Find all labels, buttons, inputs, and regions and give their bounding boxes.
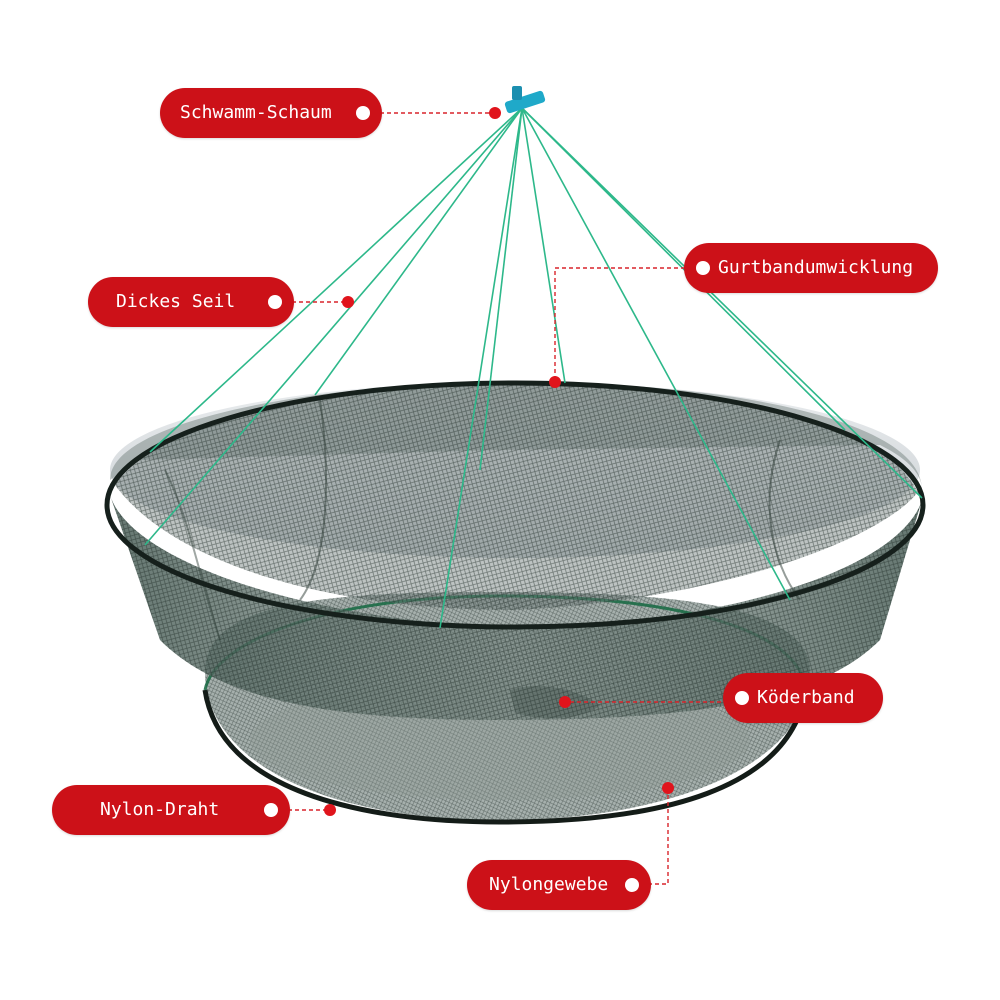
leader-dot-icon bbox=[342, 296, 354, 308]
leader-lines bbox=[288, 112, 725, 885]
label-dot-icon bbox=[268, 295, 282, 309]
leader-dot-icon bbox=[489, 107, 501, 119]
label-dot-icon bbox=[696, 261, 710, 275]
leader-dots bbox=[324, 107, 674, 816]
label-text: Dickes Seil bbox=[116, 291, 236, 312]
label-dot-icon bbox=[625, 878, 639, 892]
leader-dot-icon bbox=[662, 782, 674, 794]
label-text: Köderband bbox=[757, 687, 855, 708]
leader-dot-icon bbox=[324, 804, 336, 816]
label-text: Nylon-Draht bbox=[100, 799, 220, 820]
net-upper-section bbox=[104, 380, 926, 720]
label-text: Nylongewebe bbox=[489, 874, 609, 895]
leader-dot-icon bbox=[549, 376, 561, 388]
label-nylongewebe: Nylongewebe bbox=[467, 860, 651, 910]
leader-dot-icon bbox=[559, 696, 571, 708]
label-dickes-seil: Dickes Seil bbox=[88, 277, 294, 327]
sponge-float-icon bbox=[504, 86, 546, 114]
label-dot-icon bbox=[264, 803, 278, 817]
label-gurtbandumwicklung: Gurtbandumwicklung bbox=[684, 243, 938, 293]
label-dot-icon bbox=[735, 691, 749, 705]
label-schwamm-schaum: Schwamm-Schaum bbox=[160, 88, 382, 138]
label-dot-icon bbox=[356, 106, 370, 120]
label-text: Schwamm-Schaum bbox=[180, 102, 332, 123]
label-nylon-draht: Nylon-Draht bbox=[52, 785, 290, 835]
label-koederband: Köderband bbox=[723, 673, 883, 723]
label-text: Gurtbandumwicklung bbox=[718, 257, 914, 278]
rope-lines bbox=[144, 107, 923, 629]
